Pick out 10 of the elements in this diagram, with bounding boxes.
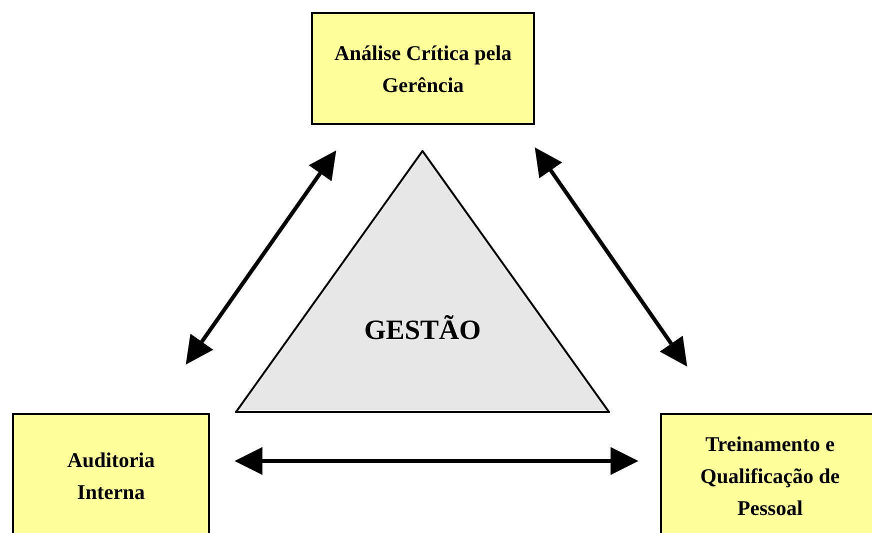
- node-label: Treinamento e Qualificação de Pessoal: [699, 430, 841, 522]
- process-box: [311, 12, 535, 125]
- double-arrow: [186, 150, 336, 365]
- node-label: GESTÃO: [364, 314, 481, 348]
- double-arrow: [534, 147, 688, 367]
- process-box: [660, 413, 872, 533]
- node-label: Análise Crítica pela Gerência: [333, 40, 513, 98]
- process-box: [12, 413, 210, 533]
- node-label: Auditoria Interna: [66, 446, 156, 506]
- double-arrow: [234, 447, 639, 475]
